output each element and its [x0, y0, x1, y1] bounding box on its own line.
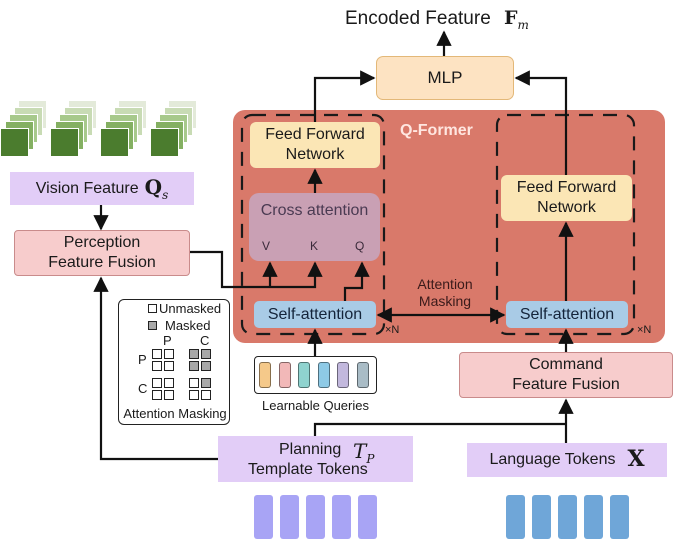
perception-fusion-line1: Perception [63, 234, 141, 251]
right-self-attention-label: Self-attention [519, 305, 615, 323]
masked-cell [189, 361, 199, 371]
encoded-feature-label: Encoded Feature [345, 8, 491, 29]
left-ffn-line1: Feed Forward [265, 126, 365, 143]
command-fusion-line2: Feature Fusion [512, 376, 620, 393]
right-ffn-line1: Feed Forward [516, 179, 617, 196]
language-tokens-symbol: X [627, 446, 645, 473]
planning-token [358, 495, 377, 539]
planning-symbol: TP [353, 439, 375, 466]
masked-cell [201, 361, 211, 371]
left-self-attention-label: Self-attention [267, 305, 363, 323]
vision-feature-map [150, 128, 179, 157]
cross-input-v: V [262, 239, 271, 253]
right-ffn-line2: Network [537, 199, 596, 216]
language-tokens-label: Language Tokens [489, 451, 616, 468]
cross-input-q: Q [355, 239, 365, 253]
legend-masked-label: Masked [165, 318, 211, 333]
planning-token-bars [254, 495, 384, 540]
right-self-attention: Self-attention [506, 301, 628, 328]
language-tokens-box: Language Tokens X [467, 443, 667, 477]
legend-unmasked-label: Unmasked [159, 301, 222, 316]
legend-title: Attention Masking [123, 406, 227, 421]
right-repeat-label: ×N [637, 324, 652, 336]
learnable-query-token [356, 362, 369, 388]
vision-feature-map [100, 128, 129, 157]
cross-attention-block: Cross attention V K Q [249, 193, 380, 261]
planning-token [306, 495, 325, 539]
mlp-block: MLP [376, 56, 514, 100]
cross-attention-label: Cross attention [260, 202, 369, 219]
unmasked-cell [164, 390, 174, 400]
vision-feature-stacks [0, 95, 210, 165]
encoded-feature-title: Encoded Feature Fm [345, 7, 529, 32]
language-token [558, 495, 577, 539]
vision-feature-symbol: Qs [144, 174, 169, 202]
perception-feature-fusion: Perception Feature Fusion [14, 230, 190, 276]
language-token-bars [506, 495, 636, 540]
planning-line2: Template Tokens [248, 461, 368, 478]
vision-feature-map [50, 128, 79, 157]
attention-masking-link-label: Attention Masking [400, 276, 490, 310]
wire-planning-to-command [313, 422, 566, 436]
left-self-attention: Self-attention [254, 301, 376, 328]
cross-input-k: K [310, 239, 319, 253]
left-feed-forward-network: Feed Forward Network [250, 122, 380, 168]
legend-row-label-c: C [138, 381, 148, 396]
encoded-feature-symbol: Fm [504, 7, 529, 32]
unmasked-cell [164, 349, 174, 359]
unmasked-cell [152, 349, 162, 359]
attention-masking-line1: Attention [417, 276, 473, 292]
learnable-queries-label: Learnable Queries [262, 398, 369, 413]
attention-masking-line2: Masking [418, 293, 472, 309]
mlp-label: MLP [427, 68, 463, 88]
planning-template-tokens-box: Planning TP Template Tokens [218, 436, 413, 482]
vision-feature-map [0, 128, 29, 157]
right-feed-forward-network: Feed Forward Network [501, 175, 632, 221]
learnable-query-token [298, 362, 310, 388]
legend-col-label-c: C [200, 333, 210, 348]
learnable-query-token [278, 362, 291, 388]
planning-token [332, 495, 351, 539]
command-fusion-line1: Command [529, 356, 603, 373]
qformer-label: Q-Former [400, 122, 473, 139]
vision-feature-label: Vision Feature [35, 179, 139, 197]
vision-feature-label-box: Vision Feature Qs [10, 172, 194, 205]
perception-fusion-line2: Feature Fusion [48, 254, 156, 271]
command-feature-fusion: Command Feature Fusion [459, 352, 673, 398]
left-repeat-label: ×N [385, 324, 400, 336]
learnable-query-token [337, 362, 349, 388]
language-token [506, 495, 525, 539]
learnable-queries-box [254, 356, 377, 394]
language-token [584, 495, 603, 539]
legend-masked-swatch [148, 321, 157, 330]
attention-masking-legend: Unmasked Masked P C P C Attention Maskin… [118, 299, 230, 425]
legend-row-label-p: P [138, 352, 147, 367]
unmasked-cell [164, 378, 174, 388]
unmasked-cell [152, 378, 162, 388]
masked-cell [201, 378, 211, 388]
language-token [532, 495, 551, 539]
left-ffn-line2: Network [285, 146, 345, 163]
unmasked-cell [164, 361, 174, 371]
planning-token [254, 495, 273, 539]
learnable-query-token [317, 362, 330, 388]
planning-line1: Planning [279, 441, 342, 458]
unmasked-cell [152, 390, 162, 400]
unmasked-cell [152, 361, 162, 371]
masked-cell [201, 349, 211, 359]
planning-token [280, 495, 299, 539]
language-token [610, 495, 629, 539]
legend-col-label-p: P [163, 333, 172, 348]
masked-cell [189, 349, 199, 359]
legend-unmasked-swatch [148, 304, 157, 313]
unmasked-cell [201, 390, 211, 400]
unmasked-cell [189, 378, 199, 388]
unmasked-cell [189, 390, 199, 400]
learnable-query-token [259, 362, 271, 388]
